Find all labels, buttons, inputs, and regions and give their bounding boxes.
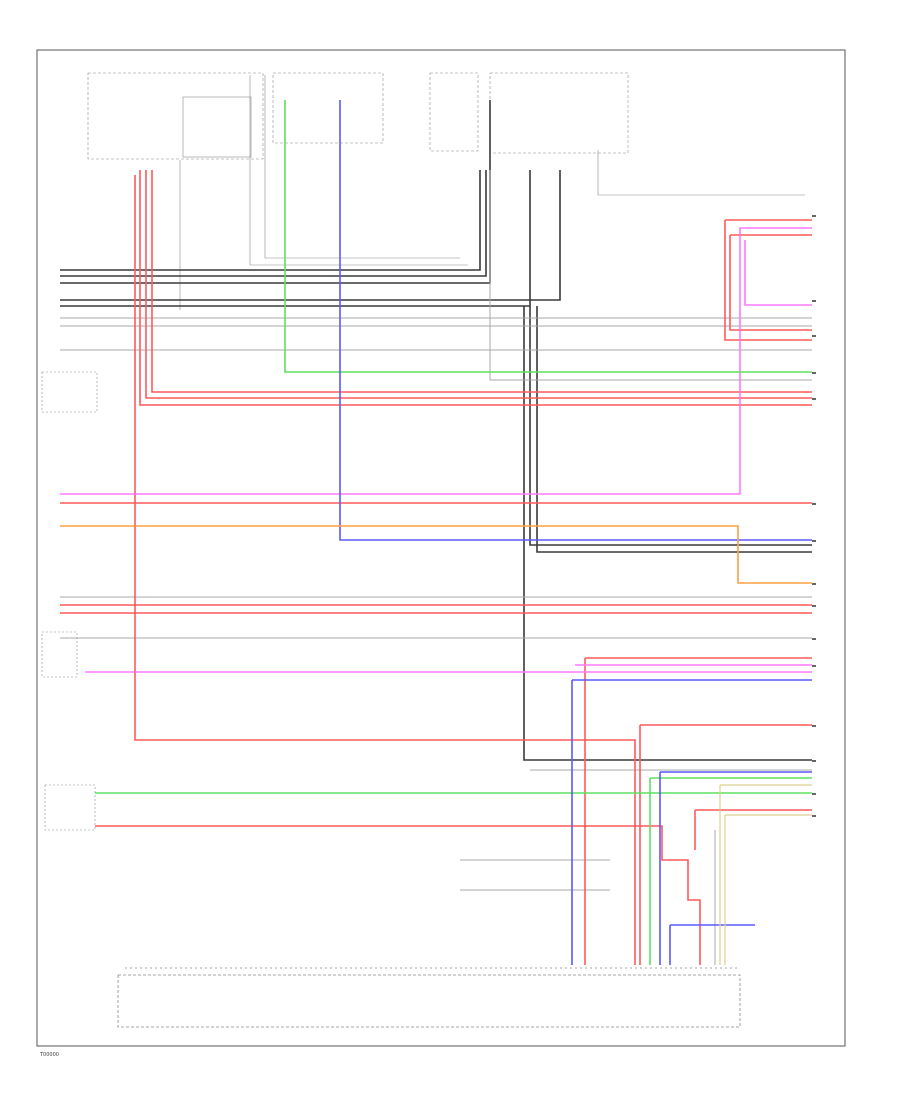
blue-wires: [339, 100, 812, 965]
diagram-frame: [36, 49, 846, 1047]
red-wires: [60, 170, 812, 965]
orange-wire: [60, 525, 812, 584]
pink-wires: [60, 227, 812, 673]
left-components: [41, 371, 98, 831]
right-pin-markers: [812, 215, 816, 817]
diagram-reference: T00000: [39, 1052, 59, 1058]
top-fuse-boxes: [87, 72, 805, 310]
tan-wires: [719, 784, 812, 965]
ecu-connector: [117, 967, 741, 1028]
black-wires: [60, 100, 812, 761]
green-wires: [95, 100, 812, 965]
gray-wires: [60, 170, 812, 965]
